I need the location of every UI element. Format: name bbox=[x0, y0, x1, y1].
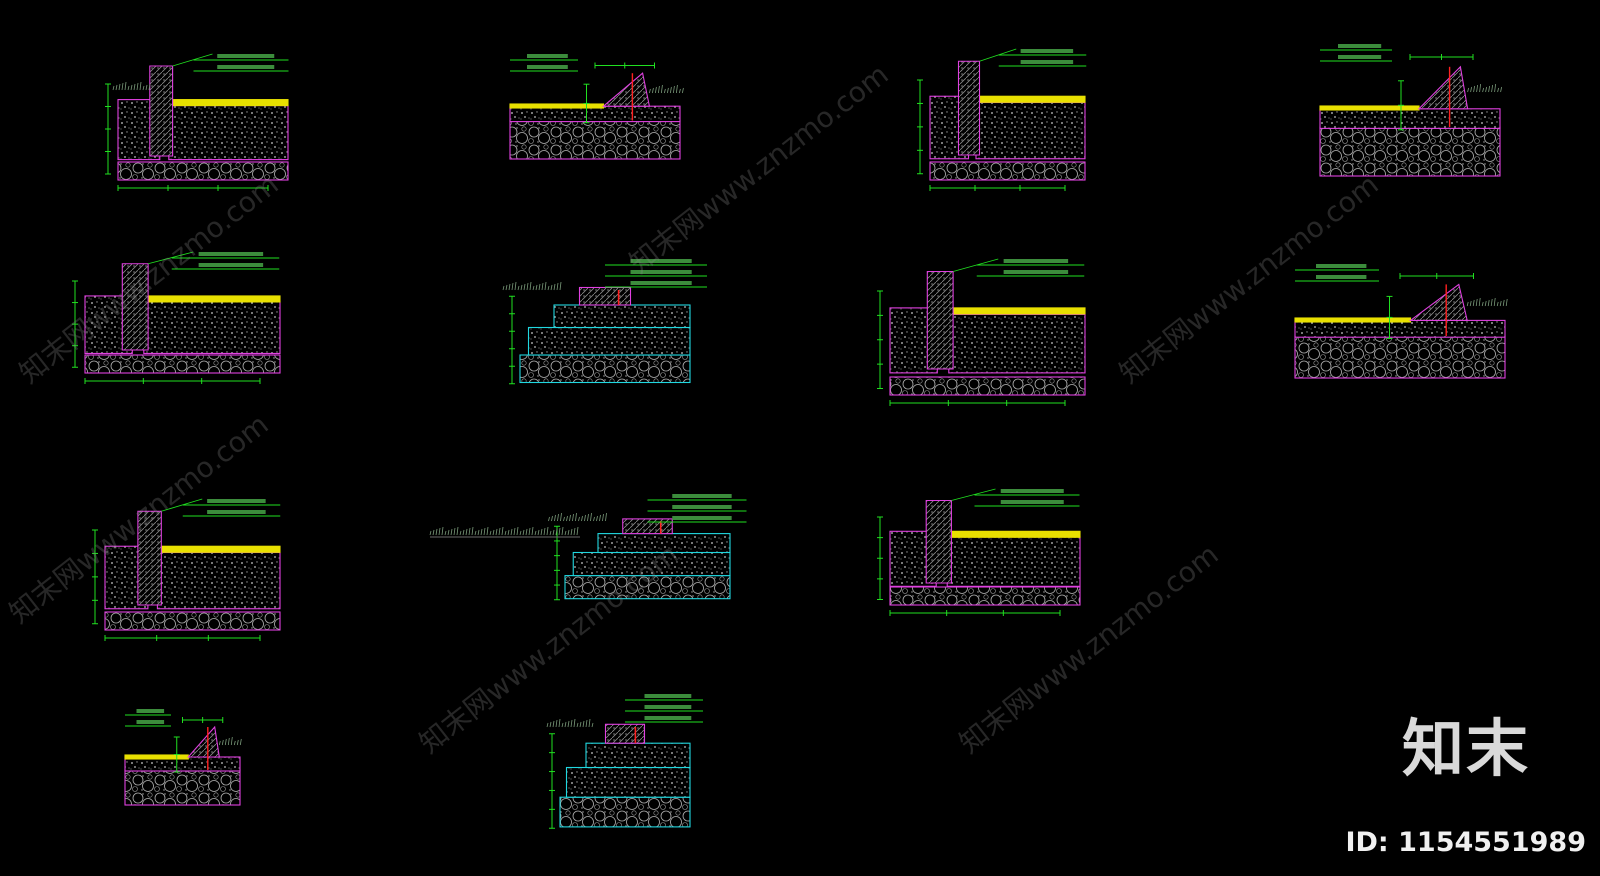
section-detail-6 bbox=[502, 259, 707, 385]
watermark-id: ID: 1154551989 bbox=[1345, 827, 1586, 858]
section-detail-7 bbox=[877, 258, 1086, 406]
section-detail-10 bbox=[429, 494, 747, 601]
section-detail-5 bbox=[72, 251, 281, 384]
section-detail-1 bbox=[105, 53, 289, 191]
section-detail-2 bbox=[509, 54, 684, 160]
section-detail-12 bbox=[124, 709, 242, 806]
section-detail-13 bbox=[546, 694, 703, 829]
section-detail-8 bbox=[1294, 264, 1508, 379]
section-detail-11 bbox=[877, 488, 1081, 616]
section-detail-3 bbox=[917, 48, 1087, 191]
section-detail-9 bbox=[92, 498, 281, 641]
watermark-logo: 知末 bbox=[1401, 712, 1530, 785]
section-details-group bbox=[72, 44, 1508, 829]
section-detail-4 bbox=[1319, 44, 1502, 177]
